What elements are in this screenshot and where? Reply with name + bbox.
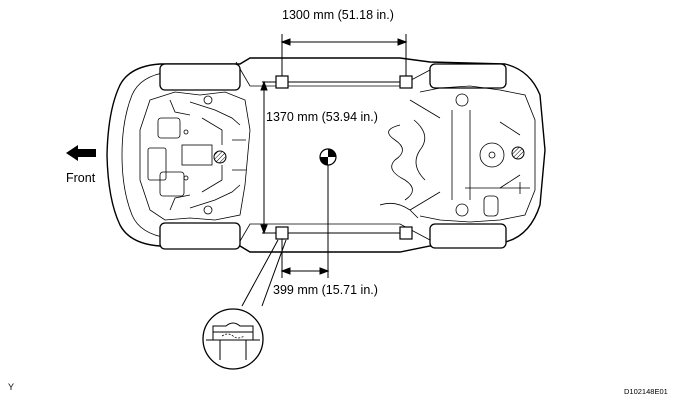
- rear-right-wheel: [429, 223, 507, 249]
- dimension-width: [280, 34, 408, 76]
- floor-pan: [379, 119, 426, 219]
- rear-left-wheel: [429, 63, 507, 89]
- measurement-rectangle: [282, 81, 406, 234]
- front-suspension: [139, 91, 251, 221]
- jack-pad-detail: [202, 308, 264, 370]
- front-right-wheel: [159, 222, 241, 250]
- center-of-gravity-icon: [319, 148, 337, 166]
- width-dimension-label: 1300 mm (51.18 in.): [282, 8, 394, 22]
- front-label: Front: [66, 171, 96, 185]
- jack-point-rear-right: [399, 226, 413, 240]
- figure-code: D102148E01: [624, 387, 668, 396]
- jack-point-front-right: [275, 226, 289, 240]
- corner-mark: Y: [8, 382, 15, 392]
- jack-point-rear-left: [399, 75, 413, 89]
- car-body-outline: [106, 57, 546, 253]
- dimension-length: [260, 80, 276, 235]
- rear-suspension: [409, 85, 536, 223]
- detail-callout-lines: [241, 239, 287, 307]
- offset-dimension-label: 399 mm (15.71 in.): [273, 283, 378, 297]
- dimension-offset: [280, 165, 330, 278]
- front-left-wheel: [159, 63, 241, 91]
- front-arrow-icon: [66, 145, 96, 161]
- length-dimension-label: 1370 mm (53.94 in.): [266, 110, 378, 124]
- jack-point-front-left: [275, 75, 289, 89]
